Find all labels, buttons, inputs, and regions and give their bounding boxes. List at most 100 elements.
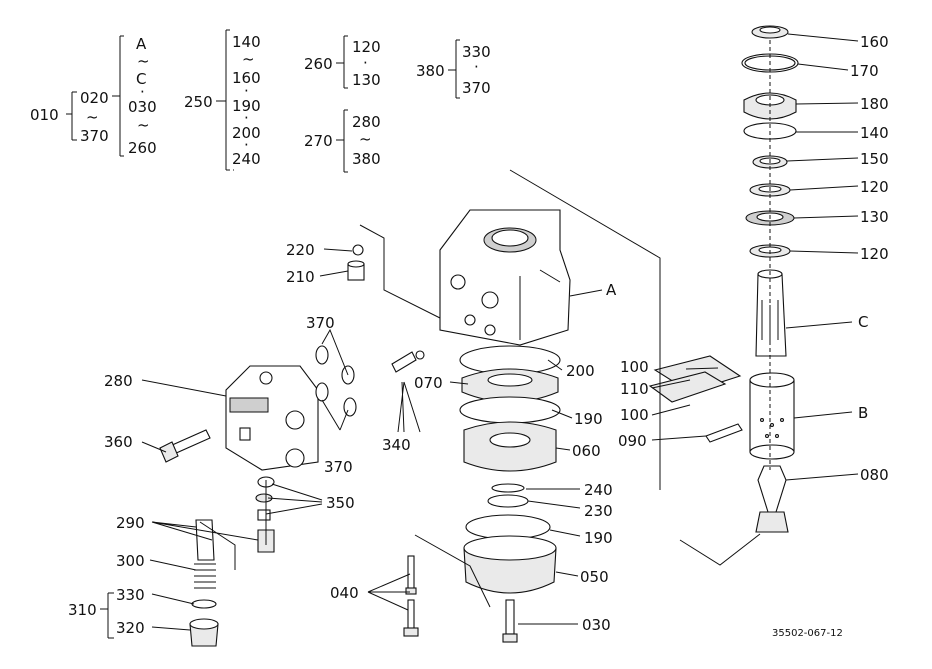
key-020-m2: C — [136, 70, 146, 88]
label-290: 290 — [116, 514, 145, 532]
key-010-code: 010 — [30, 106, 59, 124]
label-b: B — [858, 404, 868, 422]
label-100-lower: 100 — [620, 406, 649, 424]
key-380-brace-dash — [456, 39, 462, 99]
part-c-spool — [755, 269, 787, 357]
label-350: 350 — [326, 494, 355, 512]
part-060-gerotor — [463, 421, 557, 472]
label-330: 330 — [116, 586, 145, 604]
label-220: 220 — [286, 241, 315, 259]
label-160: 160 — [860, 33, 889, 51]
key-270-m0: 280 — [352, 113, 381, 131]
part-210-plug — [347, 260, 365, 281]
label-180: 180 — [860, 95, 889, 113]
key-270-code: 270 — [304, 132, 333, 150]
part-100-110-springs — [648, 355, 742, 403]
part-b-sleeve — [749, 372, 795, 460]
key-250-m6: 200 — [232, 124, 261, 142]
label-190-lower: 190 — [584, 529, 613, 547]
label-120-bottom: 120 — [860, 245, 889, 263]
key-010-brace — [66, 91, 77, 141]
conn-line-shaft — [679, 533, 761, 566]
key-250-m1: ~ — [242, 50, 255, 68]
key-270-brace-dash — [344, 109, 350, 173]
label-c: C — [858, 313, 868, 331]
part-190-oring-upper — [459, 396, 561, 424]
label-320: 320 — [116, 619, 145, 637]
conn-line-bolts — [414, 534, 491, 608]
key-260-m0: 120 — [352, 38, 381, 56]
key-010-m1: ~ — [86, 108, 99, 126]
key-270-brace — [336, 110, 345, 172]
conn-line-relief — [199, 521, 236, 570]
key-250-m2: 160 — [232, 69, 261, 87]
part-300-spring — [194, 563, 216, 589]
part-090-pin — [705, 423, 743, 443]
key-250-m0: 140 — [232, 33, 261, 51]
part-320-plug — [189, 618, 219, 647]
key-380-m0: 330 — [462, 43, 491, 61]
key-010-m2: 370 — [80, 127, 109, 145]
part-370-orings — [315, 345, 357, 417]
key-250-m7: · — [244, 136, 249, 154]
label-060: 060 — [572, 442, 601, 460]
leader-lines — [100, 33, 859, 639]
document-number: 35502-067-12 — [772, 628, 843, 639]
part-key: 010 020 ~ 370 A ~ C · 030 ~ 260 250 140 … — [30, 29, 491, 173]
callout-labels: 160 170 180 140 150 120 130 120 C B 080 … — [68, 33, 889, 637]
key-020-m3: · — [140, 83, 145, 101]
label-280: 280 — [104, 372, 133, 390]
key-260-code: 260 — [304, 55, 333, 73]
part-030-bolt — [502, 599, 518, 643]
part-a-valve-housing — [439, 209, 571, 346]
part-220-ball — [352, 244, 364, 256]
label-070: 070 — [414, 374, 443, 392]
part-350-seats — [255, 476, 275, 521]
key-250-brace — [216, 30, 227, 170]
conn-line-plug — [359, 224, 441, 319]
label-370-upper: 370 — [306, 314, 335, 332]
label-190-upper: 190 — [574, 410, 603, 428]
key-250-m4: 190 — [232, 97, 261, 115]
key-250-m8: 240 — [232, 150, 261, 168]
key-250-brace-dash — [226, 29, 234, 171]
label-300: 300 — [116, 552, 145, 570]
label-140: 140 — [860, 124, 889, 142]
key-250-code: 250 — [184, 93, 213, 111]
part-340-check-valve — [391, 350, 425, 373]
key-260-m1: · — [363, 54, 368, 72]
label-210: 210 — [286, 268, 315, 286]
label-110: 110 — [620, 380, 649, 398]
label-360: 360 — [104, 433, 133, 451]
part-160-ring — [751, 25, 789, 39]
label-120-top: 120 — [860, 178, 889, 196]
label-370-lower: 370 — [324, 458, 353, 476]
key-020-m6: 260 — [128, 139, 157, 157]
key-020-m4: 030 — [128, 98, 157, 116]
label-340: 340 — [382, 436, 411, 454]
part-190-oring-lower — [465, 514, 551, 540]
key-020-m0: A — [136, 35, 147, 53]
key-020-brace — [112, 36, 121, 156]
part-050-end-cap — [463, 535, 557, 594]
part-240-ring — [491, 483, 525, 493]
key-010-m0: 020 — [80, 89, 109, 107]
label-080: 080 — [860, 466, 889, 484]
key-020-brace-dash — [120, 35, 126, 157]
key-380-code: 380 — [416, 62, 445, 80]
label-150: 150 — [860, 150, 889, 168]
label-310: 310 — [68, 601, 97, 619]
key-020-m1: ~ — [137, 52, 150, 70]
label-240: 240 — [584, 481, 613, 499]
part-360-bolt — [159, 429, 211, 463]
key-250-m5: · — [244, 109, 249, 127]
key-270-m1: ~ — [359, 130, 372, 148]
part-280-valve-block — [225, 365, 319, 471]
label-130: 130 — [860, 208, 889, 226]
key-380-brace — [448, 40, 457, 98]
label-050: 050 — [580, 568, 609, 586]
label-040: 040 — [330, 584, 359, 602]
label-170: 170 — [850, 62, 879, 80]
key-270-m2: 380 — [352, 150, 381, 168]
label-090: 090 — [618, 432, 647, 450]
